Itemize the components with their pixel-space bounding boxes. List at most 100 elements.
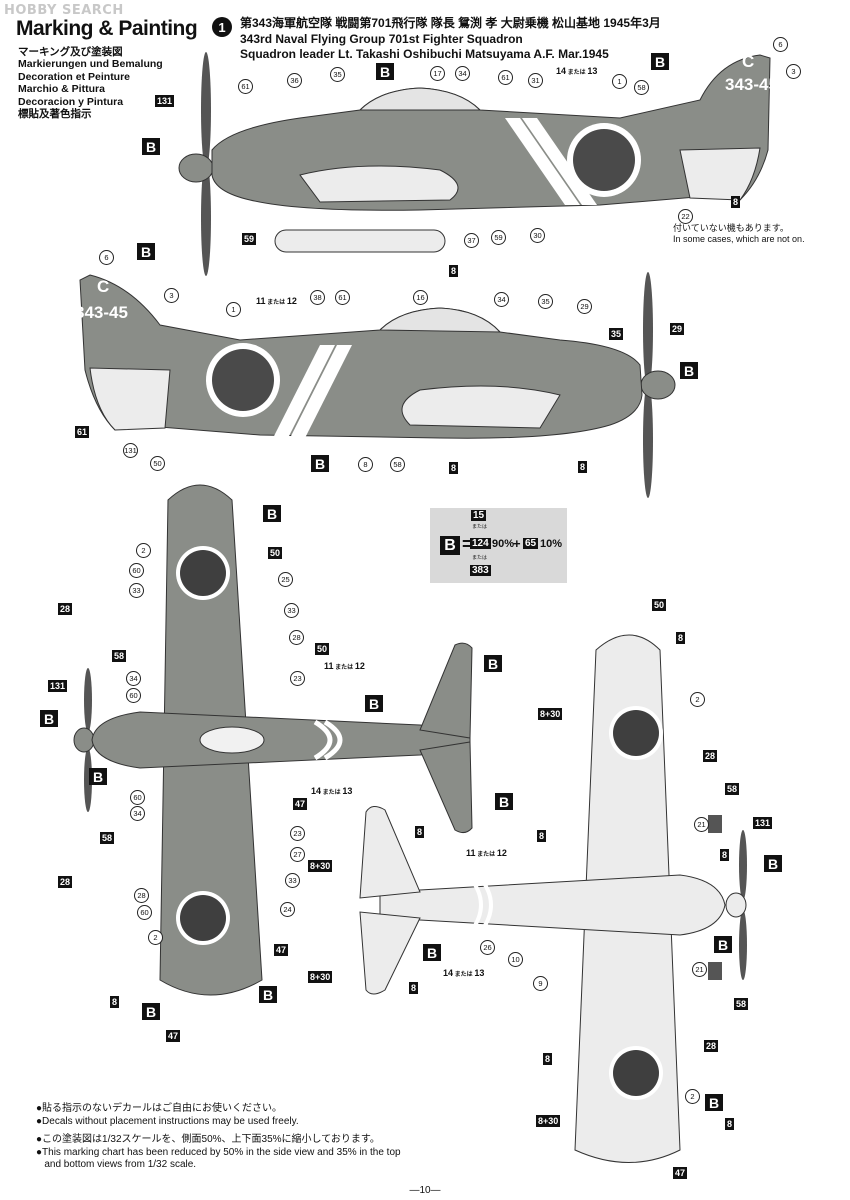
decal-131: 29 (670, 323, 685, 335)
decal-47: 47 (274, 944, 289, 956)
part-callout: 35 (330, 67, 345, 82)
propeller-blade-top (201, 52, 211, 168)
decal-8: 8 (578, 461, 588, 473)
formula-124: 124 (470, 538, 491, 549)
decal-47: 47 (673, 1167, 688, 1179)
callout-14-13: 14 または 13 (443, 968, 485, 978)
decal-58: 58 (734, 998, 749, 1010)
note-line: and bottom views from 1/32 scale. (36, 1159, 197, 1171)
part-callout: 31 (528, 73, 543, 88)
decal-58: 58 (100, 832, 115, 844)
bottom-roundel-1 (613, 710, 659, 756)
part-callout: 16 (413, 290, 428, 305)
language-list: マーキング及び塗装図 Markierungen und Bemalung Dec… (18, 46, 163, 120)
scheme-jp: 第343海軍航空隊 戦闘第701飛行隊 隊長 鴛渕 孝 大尉乗機 松山基地 19… (240, 16, 661, 30)
part-callout: 10 (508, 952, 523, 967)
decal-50: 50 (315, 643, 330, 655)
color-b-label: B (137, 243, 155, 260)
decal-8-30: 8+30 (536, 1115, 561, 1127)
decal-8: 8 (537, 830, 547, 842)
callout-11-12: 11 または 12 (324, 661, 365, 671)
side-note-jp: 付いていない機もあります。 (673, 223, 789, 233)
color-b-label: B (764, 855, 782, 872)
decal-8-30: 8+30 (308, 860, 333, 872)
part-callout: 33 (285, 873, 300, 888)
callout-11-12: 11 または 12 (466, 848, 507, 858)
decal-8-30: 8+30 (538, 708, 563, 720)
decal-28: 28 (704, 1040, 719, 1052)
part-callout: 37 (464, 233, 479, 248)
canopy-2 (378, 307, 502, 333)
lang-it: Marchio & Pittura (18, 83, 105, 96)
formula-pct2: 10% (540, 538, 563, 550)
part-callout: 131 (123, 443, 138, 458)
side-note: 付いていない機もあります。 In some cases, which are n… (673, 223, 805, 245)
top-roundel-1 (180, 550, 226, 596)
color-b-label: B (680, 362, 698, 379)
decal-8: 61 (75, 426, 90, 438)
color-b-label: B (705, 1094, 723, 1111)
decal-28: 28 (58, 603, 73, 615)
part-callout: 58 (390, 457, 405, 472)
part-callout: 29 (577, 299, 592, 314)
callout-14-13: 14 または 13 (311, 786, 353, 796)
decal-8: 8 (449, 462, 459, 474)
part-callout: 3 (164, 288, 179, 303)
formula-or-2: または (472, 555, 488, 561)
color-b-label: B (142, 138, 160, 155)
part-callout: 60 (126, 688, 141, 703)
color-b-label: B (376, 63, 394, 80)
part-callout: 6 (99, 250, 114, 265)
color-b-label: B (365, 695, 383, 712)
roundel-2 (212, 349, 274, 411)
notes: ●貼る指示のないデカールはご自由にお使いください。 ●Decals withou… (36, 1103, 401, 1172)
part-callout: 60 (129, 563, 144, 578)
lang-fr: Decoration et Peinture (18, 70, 131, 83)
part-callout: 28 (289, 630, 304, 645)
decal-8: 8 (415, 826, 425, 838)
part-callout: 59 (491, 230, 506, 245)
decal-8: 8 (725, 1118, 735, 1130)
scheme-description: 第343海軍航空隊 戦闘第701飛行隊 隊長 鴛渕 孝 大尉乗機 松山基地 19… (240, 16, 661, 63)
top-roundel-2 (180, 895, 226, 941)
color-b-label: B (484, 655, 502, 672)
formula-eq: = (462, 534, 473, 554)
scheme-en-1: 343rd Naval Flying Group 701st Fighter S… (240, 31, 523, 46)
decal-28: 28 (703, 750, 718, 762)
roundel-1 (573, 129, 635, 191)
scheme-en-2: Squadron leader Lt. Takashi Oshibuchi Ma… (240, 47, 609, 61)
part-callout: 60 (137, 905, 152, 920)
side-note-en: In some cases, which are not on. (673, 234, 805, 244)
part-callout: 34 (126, 671, 141, 686)
lang-jp: マーキング及び塗装図 (18, 46, 123, 58)
color-b-label: B (263, 505, 281, 522)
id-stripe-1 (505, 118, 580, 205)
lang-de: Markierungen und Bemalung (18, 58, 163, 71)
part-callout: 2 (690, 692, 705, 707)
color-b-label: B (423, 944, 441, 961)
spinner (178, 153, 214, 183)
bottom-view (359, 634, 747, 1163)
top-fuselage (91, 711, 471, 769)
decal-8: 8 (731, 196, 741, 208)
decal-8: 8 (409, 982, 419, 994)
lang-es: Decoracion y Pintura (18, 95, 124, 108)
formula-383: 383 (470, 565, 491, 576)
part-callout: 22 (678, 209, 693, 224)
part-callout: 2 (685, 1089, 700, 1104)
part-callout: 61 (335, 290, 350, 305)
color-b-label: B (40, 710, 58, 727)
part-callout: 2 (136, 543, 151, 558)
note-line: ●This marking chart has been reduced by … (36, 1146, 401, 1158)
part-callout: 61 (498, 70, 513, 85)
part-callout: 2 (148, 930, 163, 945)
decal-47: 47 (166, 1030, 181, 1042)
callout-11-12: 11 または 12 (256, 296, 297, 306)
part-callout: 34 (455, 66, 470, 81)
part-callout: 34 (494, 292, 509, 307)
decal-8: 8 (720, 849, 730, 861)
part-callout: 36 (287, 73, 302, 88)
decal-61: 35 (609, 328, 624, 340)
part-callout: 38 (310, 290, 325, 305)
canopy-1 (358, 87, 482, 111)
